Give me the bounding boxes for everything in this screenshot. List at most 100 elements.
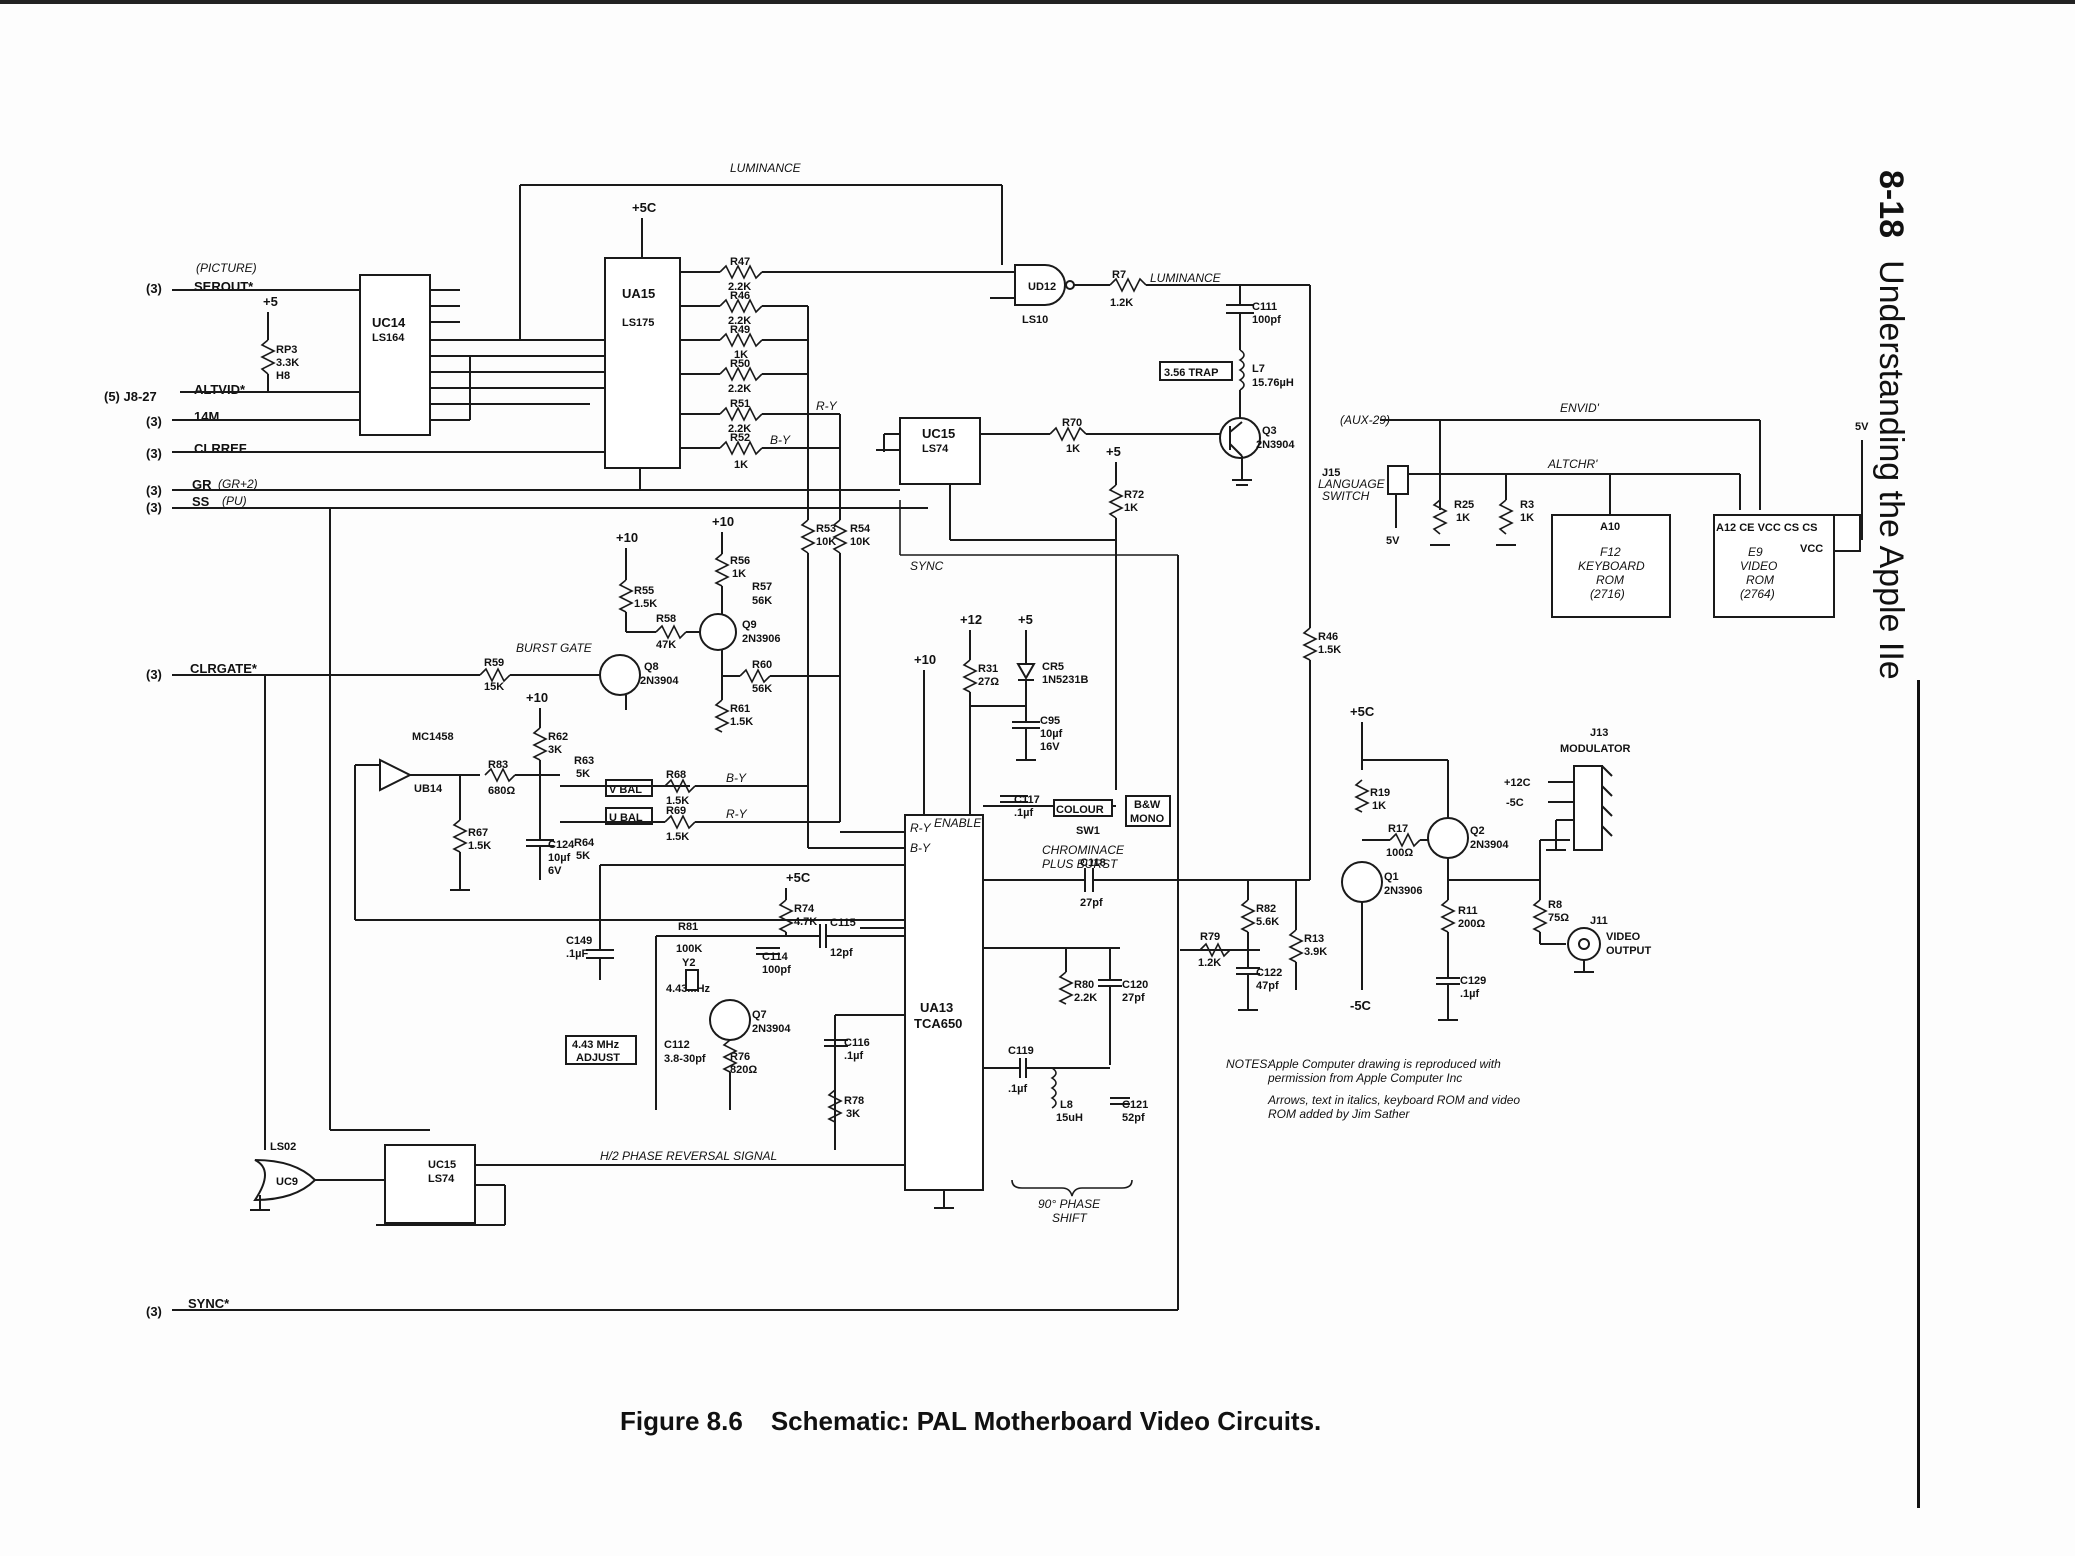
notes-line3: Arrows, text in italics, keyboard ROM an… (1267, 1093, 1520, 1107)
r56-value: 1K (732, 568, 746, 580)
label-altvid: ALTVID* (194, 382, 246, 397)
e9-4: (2764) (1740, 587, 1775, 601)
l8-name: L8 (1060, 1099, 1073, 1111)
r7-value: 1.2K (1110, 297, 1133, 309)
r47-value: 2.2K (728, 281, 751, 293)
input-signals: (3) (PICTURE) SEROUT* (5) J8-27 ALTVID* … (104, 261, 1179, 1319)
c114-name: C114 (762, 951, 789, 963)
c112-name: C112 (664, 1039, 690, 1051)
ref-sync: (3) (146, 1304, 162, 1319)
label-envid: ENVID' (1560, 401, 1600, 415)
oscillator: +5C R74 4.7K C115 12pf R81 100K Y2 4.43M… (565, 870, 905, 1110)
r76-value: 820Ω (730, 1064, 757, 1076)
r31-value: 27Ω (978, 676, 999, 688)
notes-line1: Apple Computer drawing is reproduced wit… (1267, 1057, 1501, 1071)
c121-value: 52pf (1122, 1112, 1145, 1124)
r69-value: 1.5K (666, 831, 689, 843)
label-ry-mid: R-Y (726, 807, 748, 821)
c116-name: C116 (844, 1037, 870, 1049)
cr5-value: 1N5231B (1042, 674, 1089, 686)
rp3-name: RP3 (276, 344, 297, 356)
c95-w: 16V (1040, 741, 1060, 753)
q1-type: 2N3906 (1384, 885, 1423, 897)
r54-value: 10K (850, 536, 870, 548)
chroma-burst-1: CHROMINACE (1042, 843, 1125, 857)
uc15-upper-name: UC15 (922, 426, 955, 441)
r49-value: 1K (734, 349, 748, 361)
r60-value: 56K (752, 683, 772, 695)
rail-r72: +5 (1106, 444, 1121, 459)
modulator-label: MODULATOR (1560, 743, 1631, 755)
rp3-resistor: +5 RP3 3.3K H8 (260, 294, 299, 392)
phase-flipflop: LS02 UC9 UC15 LS74 (250, 508, 506, 1226)
ua13-enable: ENABLE (934, 816, 982, 830)
c119-value: .1µf (1008, 1083, 1028, 1095)
ref-clrgate: (3) (146, 667, 162, 682)
rp3-h: H8 (276, 370, 290, 382)
ua13-by-in: B-Y (910, 841, 931, 855)
r76-name: R76 (730, 1051, 750, 1063)
r80-name: R80 (1074, 979, 1094, 991)
a10-label: A10 (1600, 521, 1620, 533)
r52-value: 1K (734, 459, 748, 471)
r25-name: R25 (1454, 499, 1474, 511)
top-rule (0, 0, 2075, 4)
uc14-name: UC14 (372, 315, 406, 330)
label-ry-top: R-Y (816, 399, 838, 413)
r46-value: 2.2K (728, 315, 751, 327)
uc15-upper-type: LS74 (922, 443, 949, 455)
label-luminance-1: LUMINANCE (730, 161, 802, 175)
r74-value: 4.7K (794, 916, 817, 928)
sw1-label: SW1 (1076, 825, 1100, 837)
r80-value: 2.2K (1074, 992, 1097, 1004)
c116-value: .1µf (844, 1050, 864, 1062)
figure-title: Schematic: PAL Motherboard Video Circuit… (770, 1406, 1322, 1436)
rail-rp3: +5 (263, 294, 278, 309)
e9-2: VIDEO (1740, 559, 1777, 573)
r17-value: 100Ω (1386, 847, 1413, 859)
label-altchr: ALTCHR' (1547, 457, 1598, 471)
r58-name: R58 (656, 613, 676, 625)
c118-name: C118 (1080, 857, 1106, 869)
rail-ua13: +10 (914, 652, 936, 667)
ref-gr: (3) (146, 483, 162, 498)
r60-name: R60 (752, 659, 772, 671)
label-14m: 14M (194, 409, 219, 424)
rail-q1-neg: -5C (1350, 998, 1372, 1013)
opamp-section: MC1458 UB14 R83 680Ω +10 R62 3K R63 5K V… (354, 690, 905, 980)
uc15-lower-name: UC15 (428, 1159, 456, 1171)
f12-2: KEYBOARD (1578, 559, 1645, 573)
ua15-name: UA15 (622, 286, 655, 301)
c129-value: .1µf (1460, 988, 1480, 1000)
r8-name: R8 (1548, 899, 1562, 911)
r58-value: 47K (656, 639, 676, 651)
r59-name: R59 (484, 657, 504, 669)
margin-rule (1917, 680, 1920, 1508)
rail-r62: +10 (526, 690, 548, 705)
c117-value: .1µf (1014, 807, 1034, 819)
uc9-label: UC9 (276, 1176, 298, 1188)
r50-value: 2.2K (728, 383, 751, 395)
page-number: 8-18 (1872, 170, 1910, 239)
label-by-mid: B-Y (726, 771, 747, 785)
e9-1: E9 (1748, 545, 1763, 559)
rail-cr5: +5 (1018, 612, 1033, 627)
phase-rev-label: H/2 PHASE REVERSAL SIGNAL (600, 1149, 777, 1163)
c149-value: .1µF (566, 948, 589, 960)
c114-value: 100pf (762, 964, 791, 976)
r52-name: R52 (730, 432, 750, 444)
notes-label: NOTES: (1226, 1057, 1271, 1071)
e9-5v: 5V (1855, 421, 1869, 433)
r49-name: R49 (730, 324, 750, 336)
l8-value: 15uH (1056, 1112, 1083, 1124)
l7-value: 15.76µH (1252, 377, 1294, 389)
r51-value: 2.2K (728, 423, 751, 435)
r11-name: R11 (1458, 905, 1478, 917)
c122-name: C122 (1256, 967, 1282, 979)
r63-value: 5K (576, 768, 590, 780)
r81-value: 100K (676, 943, 702, 955)
r81-name: R81 (678, 921, 698, 933)
c117-name: C117 (1014, 794, 1040, 806)
e9-vcc: VCC (1800, 543, 1823, 555)
